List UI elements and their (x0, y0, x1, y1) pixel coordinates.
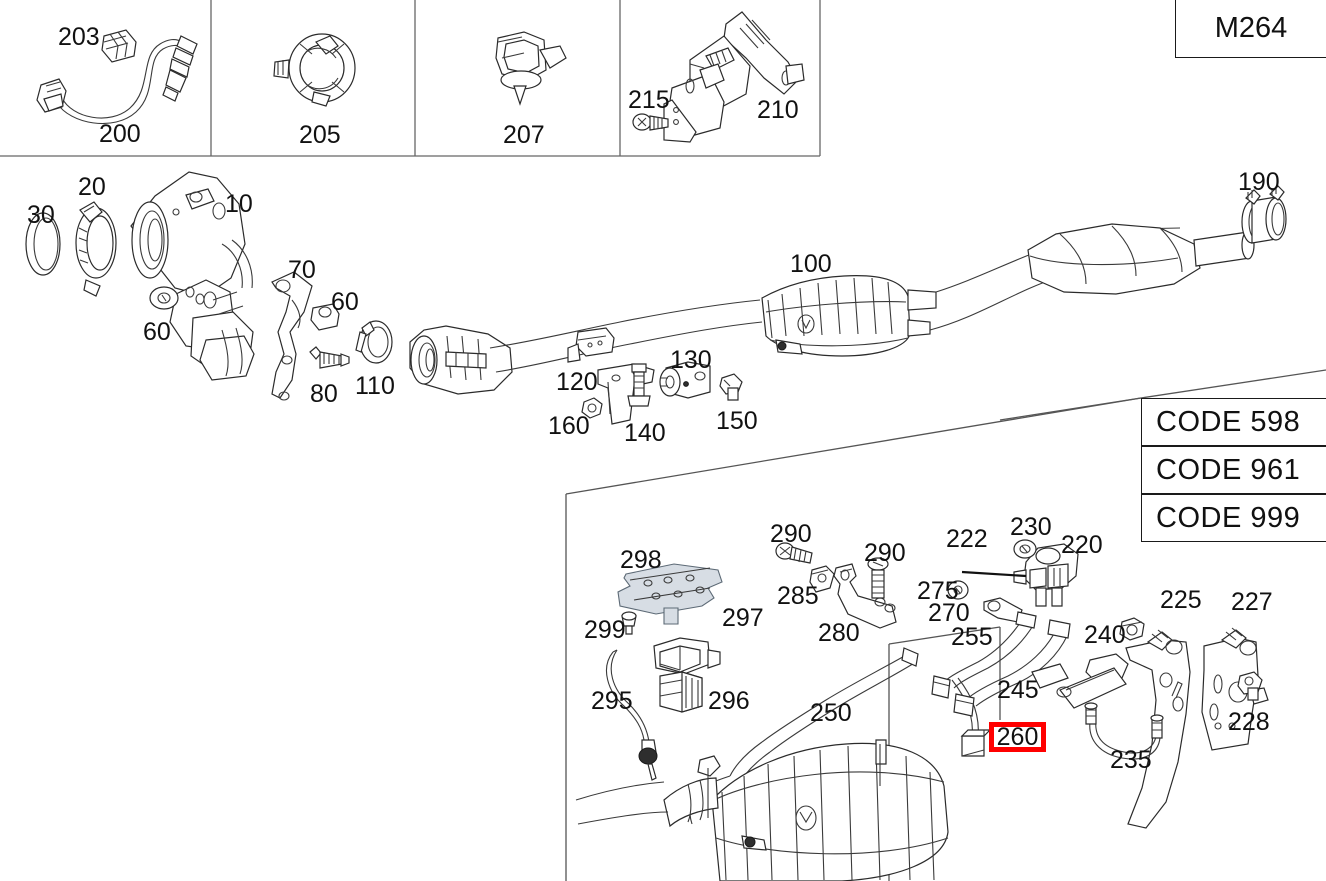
callout-222: 222 (946, 525, 988, 553)
art-part-203 (101, 29, 137, 63)
callout-245: 245 (997, 676, 1039, 704)
callout-210: 210 (757, 96, 799, 124)
callout-203: 203 (58, 23, 100, 51)
callout-298: 298 (620, 546, 662, 574)
art-part-296 (659, 671, 703, 713)
callout-297: 297 (722, 604, 764, 632)
art-part-297 (653, 637, 721, 675)
callout-160: 160 (548, 412, 590, 440)
art-part-215 (632, 113, 669, 131)
art-part-60-left (149, 286, 179, 310)
art-midpipe-and-muffler (409, 223, 1255, 395)
art-part-250 (689, 647, 919, 825)
code-box-598: CODE 598 (1141, 398, 1326, 446)
callout-299: 299 (584, 616, 626, 644)
callout-120: 120 (556, 368, 598, 396)
callout-290-b: 290 (864, 539, 906, 567)
art-part-207 (495, 31, 567, 106)
callout-70: 70 (288, 256, 316, 284)
callout-215: 215 (628, 86, 670, 114)
art-part-80 (309, 346, 350, 369)
art-part-205 (273, 33, 356, 107)
callout-275: 275 (917, 577, 959, 605)
callout-205: 205 (299, 121, 341, 149)
callout-130: 130 (670, 346, 712, 374)
art-rear-muffler (575, 739, 949, 881)
callout-260: 260 (996, 722, 1039, 751)
callout-296: 296 (708, 687, 750, 715)
code-box-598-label: CODE 598 (1156, 405, 1301, 438)
code-box-961: CODE 961 (1141, 446, 1326, 494)
callout-220: 220 (1061, 531, 1103, 559)
callout-225: 225 (1160, 586, 1202, 614)
code-box-999: CODE 999 (1141, 494, 1326, 542)
callout-235: 235 (1110, 746, 1152, 774)
callout-280: 280 (818, 619, 860, 647)
callout-80: 80 (310, 380, 338, 408)
callout-290-a: 290 (770, 520, 812, 548)
callout-200: 200 (99, 120, 141, 148)
callout-140: 140 (624, 419, 666, 447)
art-part-270 (983, 597, 1023, 623)
callout-60-left: 60 (143, 318, 171, 346)
art-part-20 (75, 201, 117, 297)
callout-10: 10 (225, 190, 253, 218)
art-part-150 (719, 373, 743, 401)
callout-240: 240 (1084, 621, 1126, 649)
art-part-225 (1031, 629, 1191, 829)
art-part-295 (605, 649, 658, 781)
art-part-110 (355, 320, 393, 364)
art-part-228 (1237, 671, 1263, 701)
art-part-70 (271, 271, 313, 401)
callout-250: 250 (810, 699, 852, 727)
callout-60-right: 60 (331, 288, 359, 316)
callout-270: 270 (928, 599, 970, 627)
callout-100: 100 (790, 250, 832, 278)
engine-code-box: M264 (1175, 0, 1326, 58)
art-part-260 (951, 677, 992, 757)
art-part-222-leader (961, 570, 1027, 578)
art-part-140 (627, 363, 651, 407)
callout-227: 227 (1231, 588, 1273, 616)
callout-30: 30 (27, 201, 55, 229)
code-box-999-label: CODE 999 (1156, 501, 1301, 534)
callout-207: 207 (503, 121, 545, 149)
callout-20: 20 (78, 173, 106, 201)
callout-255: 255 (951, 623, 993, 651)
callout-230: 230 (1010, 513, 1052, 541)
code-box-961-label: CODE 961 (1156, 453, 1301, 486)
callout-285: 285 (777, 582, 819, 610)
callout-190: 190 (1238, 168, 1280, 196)
callout-295: 295 (591, 687, 633, 715)
highlighted-part-260[interactable]: 260 (989, 722, 1046, 752)
art-part-120 (597, 363, 655, 425)
callout-228: 228 (1228, 708, 1270, 736)
callout-110: 110 (355, 372, 395, 400)
engine-code-label: M264 (1214, 12, 1288, 44)
art-part-230 (1013, 539, 1037, 559)
callout-150: 150 (716, 407, 758, 435)
